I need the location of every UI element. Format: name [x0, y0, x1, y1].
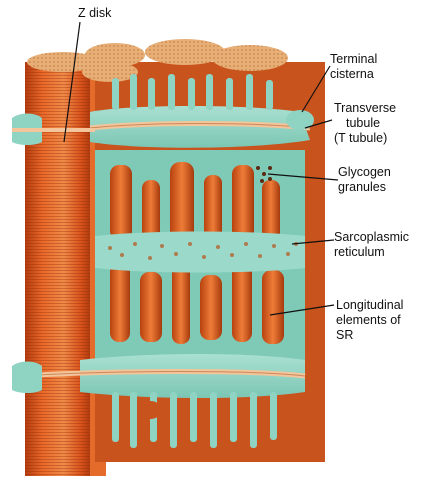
- label-t-tubule-line-2: tubule: [334, 116, 396, 131]
- label-terminal-cisterna-line-1: Terminal: [330, 52, 377, 67]
- label-sr-line-1: Sarcoplasmic: [334, 230, 409, 245]
- label-glycogen-line-2: granules: [338, 180, 391, 195]
- label-terminal-cisterna: Terminal cisterna: [330, 52, 377, 82]
- label-longitudinal-line-1: Longitudinal: [336, 298, 403, 313]
- label-terminal-cisterna-line-2: cisterna: [330, 67, 377, 82]
- label-longitudinal-line-3: SR: [336, 328, 403, 343]
- label-z-disk: Z disk: [78, 6, 111, 21]
- label-sr-line-2: reticulum: [334, 245, 409, 260]
- label-longitudinal-line-2: elements of: [336, 313, 403, 328]
- sr-network: [95, 150, 305, 360]
- label-glycogen-granules: Glycogen granules: [338, 165, 391, 195]
- label-t-tubule-line-1: Transverse: [334, 101, 396, 116]
- label-glycogen-line-1: Glycogen: [338, 165, 391, 180]
- label-t-tubule: Transverse tubule (T tubule): [334, 101, 396, 146]
- label-sarcoplasmic-reticulum: Sarcoplasmic reticulum: [334, 230, 409, 260]
- label-t-tubule-line-3: (T tubule): [334, 131, 396, 146]
- label-z-disk-line-1: Z disk: [78, 6, 111, 21]
- label-longitudinal-elements: Longitudinal elements of SR: [336, 298, 403, 343]
